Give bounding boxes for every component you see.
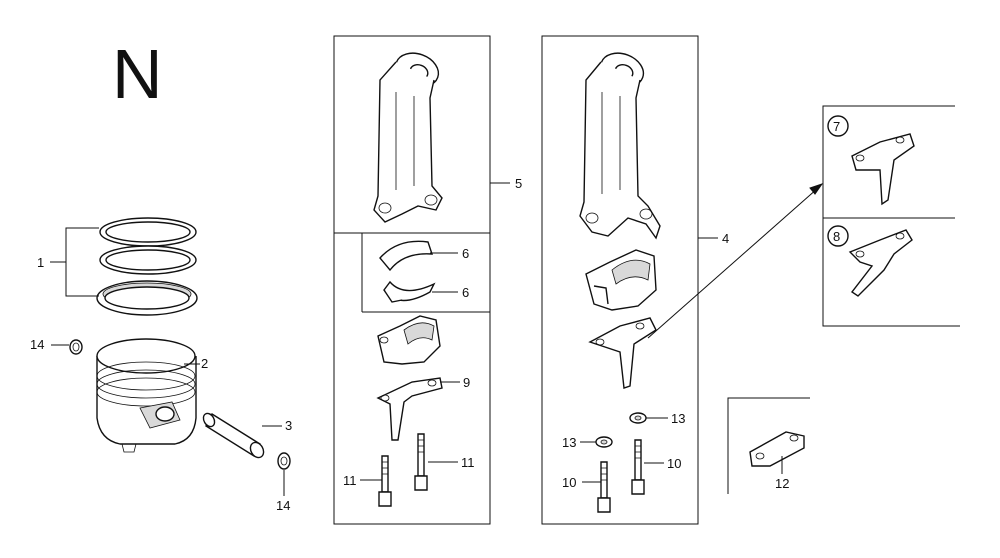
connecting-rod-cap-b [585, 249, 657, 311]
callout-4: 4 [722, 231, 729, 246]
callout-11a: 11 [343, 473, 357, 488]
bearing-shell-upper [379, 240, 433, 272]
callout-3: 3 [285, 418, 292, 433]
connecting-rod-cap-a [377, 315, 441, 365]
box-c-frame [822, 105, 960, 327]
callout-10b: 10 [667, 456, 681, 471]
box-d-frame [727, 397, 810, 494]
callout-8-badge [827, 225, 849, 247]
callout-7-badge [827, 115, 849, 137]
callout-10a: 10 [562, 475, 576, 490]
callout-6b: 6 [462, 285, 469, 300]
callout-2: 2 [201, 356, 208, 371]
bearing-shell-lower [383, 280, 436, 303]
shim-plate [749, 431, 805, 467]
oil-dipper-b [588, 317, 657, 389]
variant-arrow [647, 183, 824, 339]
connecting-rod-a [373, 52, 443, 223]
oil-dipper-a [376, 377, 443, 441]
piston-pin [202, 412, 265, 459]
connecting-rod-bolt-b2 [631, 439, 645, 495]
piston-pin-clip-left [69, 339, 83, 355]
connecting-rod-bolt-a2 [414, 433, 428, 491]
piston-rings [96, 217, 198, 316]
box-a-frame [333, 35, 491, 525]
section-letter: N [112, 35, 163, 113]
callout-7: 7 [833, 119, 840, 134]
callout-6a: 6 [462, 246, 469, 261]
washer-b2 [595, 436, 613, 448]
connecting-rod-bolt-b1 [597, 461, 611, 513]
piston-pin-clip-right [277, 452, 291, 470]
callout-12: 12 [775, 476, 789, 491]
piston [96, 338, 197, 453]
callout-13a: 13 [671, 411, 685, 426]
callout-8: 8 [833, 229, 840, 244]
callout-9: 9 [463, 375, 470, 390]
callout-1: 1 [37, 255, 44, 270]
callout-11b: 11 [461, 455, 475, 470]
callout-13b: 13 [562, 435, 576, 450]
oil-dipper-variant-7 [851, 133, 915, 206]
connecting-rod-bolt-a1 [378, 455, 392, 507]
oil-dipper-variant-8 [848, 229, 913, 297]
callout-14a: 14 [30, 337, 44, 352]
box-b-frame [541, 35, 699, 525]
connecting-rod-b [579, 52, 661, 240]
washer-b1 [629, 412, 647, 424]
callout-14b: 14 [276, 498, 290, 513]
callout-1-leader [50, 227, 99, 297]
callout-5: 5 [515, 176, 522, 191]
